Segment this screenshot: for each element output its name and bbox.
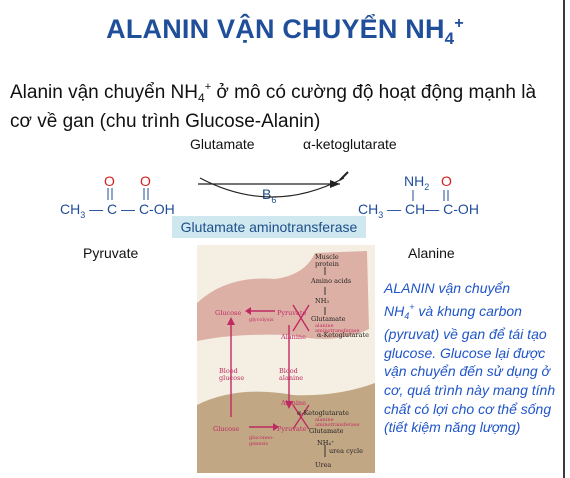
- alanine-bonds: [412, 190, 449, 201]
- urea-cycle-label: urea cycle: [329, 447, 363, 455]
- alanine-top-label: Alanine: [280, 333, 306, 341]
- alanine-aminotransferase-bottom-label: alanine: [315, 417, 334, 423]
- glucose-bottom-label: Glucose: [213, 425, 239, 433]
- glycolysis-label: glycolysis: [249, 317, 274, 323]
- alanine-formula: CH3 — CH— C-OH: [358, 201, 479, 220]
- slide-border: [563, 0, 565, 478]
- enzyme-box: Glutamate aminotransferase: [172, 216, 366, 238]
- blood-alanine-label-2: alanine: [279, 374, 303, 382]
- pyruvate-ketone-o: O: [104, 173, 115, 189]
- alanine-aminotransferase-bottom-label-2: aminotransferase: [315, 422, 359, 428]
- alanine-acid-o: O: [441, 173, 452, 189]
- cycle-diagram: Muscle protein Amino acids NH₃ Glutamate…: [197, 251, 375, 473]
- intro-paragraph: Alanin vận chuyển NH4+ ở mô có cường độ …: [10, 81, 537, 132]
- alanine-amino-group: NH2: [404, 173, 430, 192]
- ketoglutarate-top-label: α-Ketoglutarate: [317, 331, 369, 339]
- ketoglutarate-bottom-label: α-Ketoglutarate: [297, 409, 349, 417]
- urea-label: Urea: [315, 461, 331, 469]
- pyruvate-acid-o: O: [140, 173, 151, 189]
- alanine-aminotransferase-top-label-2: aminotransferase: [315, 328, 359, 334]
- glucose-alanine-cycle-figure: Muscle protein Amino acids NH₃ Glutamate…: [197, 245, 375, 473]
- explanation-note: ALANIN vận chuyển NH4+ và khung carbon (…: [384, 279, 562, 437]
- glutamate-label: Glutamate: [190, 136, 255, 152]
- blood-glucose-label: Blood: [219, 367, 238, 375]
- gluconeogenesis-label: gluconeo-: [249, 435, 274, 441]
- glucose-top-label: Glucose: [215, 309, 241, 317]
- muscle-protein-label: Muscle: [315, 253, 339, 261]
- nh4-label: NH₄⁺: [317, 439, 334, 447]
- alanine-bottom-label: Alanine: [280, 399, 306, 407]
- pyruvate-double-bonds: [107, 188, 149, 200]
- pyruvate-label: Pyruvate: [83, 245, 139, 261]
- note-line-1: ALANIN vận chuyển: [384, 280, 511, 296]
- pyruvate-bottom-label: Pyruvate: [277, 425, 306, 433]
- gluconeogenesis-label-2: genesis: [249, 441, 269, 447]
- note-body: (pyruvat) về gan để tái tạo glucose. Glu…: [384, 326, 556, 436]
- alanine-label: Alanine: [408, 245, 455, 261]
- note-line-2: NH4+ và khung carbon: [384, 301, 522, 321]
- blood-glucose-label-2: glucose: [219, 374, 244, 382]
- alanine-aminotransferase-top-label: alanine: [315, 323, 334, 329]
- slide-title: ALANIN VẬN CHUYỂN NH4+: [106, 14, 464, 48]
- reaction-arrows: [198, 171, 349, 198]
- pyruvate-formula: CH3 — C — C-OH: [60, 201, 175, 220]
- glutamate-top-label: Glutamate: [311, 315, 346, 323]
- cofactor-label: B6: [262, 186, 277, 205]
- pyruvate-top-label: Pyruvate: [277, 309, 306, 317]
- blood-alanine-label: Blood: [279, 367, 298, 375]
- amino-acids-label: Amino acids: [310, 277, 351, 285]
- ketoglutarate-label: α-ketoglutarate: [303, 136, 397, 152]
- nh3-label: NH₃: [315, 297, 329, 305]
- muscle-protein-label-2: protein: [315, 260, 339, 268]
- glutamate-bottom-label: Glutamate: [309, 427, 344, 435]
